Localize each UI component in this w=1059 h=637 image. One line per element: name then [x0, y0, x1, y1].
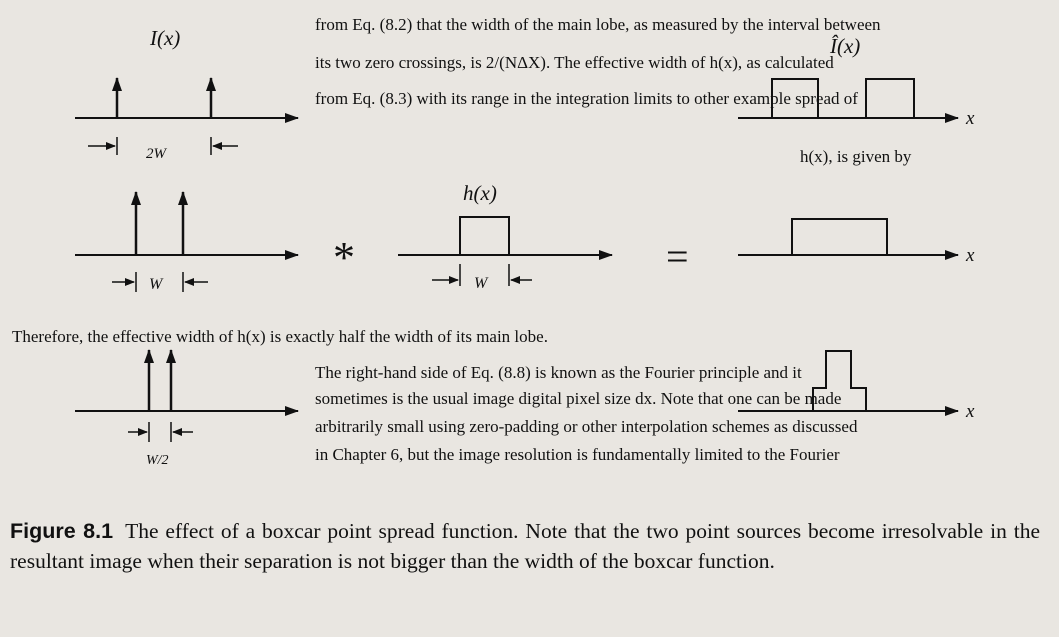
- psf-boxcar: h(x) W: [398, 181, 613, 292]
- bleed-line: arbitrarily small using zero-padding or …: [315, 417, 858, 436]
- equals-sign: =: [666, 234, 689, 279]
- bleed-line: from Eq. (8.3) with its range in the int…: [315, 89, 858, 108]
- boxcar-shape: [771, 78, 819, 118]
- result-merged-box: x: [738, 218, 975, 266]
- stepped-shape: [812, 350, 867, 411]
- label-h-x: h(x): [463, 181, 497, 205]
- bleed-line: in Chapter 6, but the image resolution i…: [315, 445, 840, 464]
- figure-8-1: from Eq. (8.2) that the width of the mai…: [12, 15, 975, 468]
- label-w-half: W/2: [146, 453, 169, 468]
- bleed-line: The right-hand side of Eq. (8.8) is know…: [315, 363, 802, 382]
- label-x: x: [965, 245, 975, 266]
- figure-label: Figure 8.1: [10, 519, 114, 543]
- label-2w: 2W: [146, 146, 168, 162]
- result-separated-boxes: Î(x) x: [738, 34, 975, 129]
- convolution-operator: *: [333, 233, 355, 282]
- boxcar-shape: [865, 78, 915, 118]
- row-impulses-w-half: W/2: [75, 349, 299, 468]
- label-w: W: [149, 276, 164, 293]
- bleed-line: its two zero crossings, is 2/(NΔX). The …: [315, 53, 834, 72]
- bleed-line: sometimes is the usual image digital pix…: [315, 389, 841, 408]
- caption-text: The effect of a boxcar point spread func…: [10, 519, 1040, 573]
- boxcar-shape: [791, 218, 888, 255]
- bleed-through-text: from Eq. (8.2) that the width of the mai…: [12, 15, 912, 464]
- bleed-line: h(x), is given by: [800, 147, 912, 166]
- label-w: W: [474, 275, 489, 292]
- label-x: x: [965, 401, 975, 422]
- boxcar-shape: [459, 216, 510, 255]
- bleed-line: from Eq. (8.2) that the width of the mai…: [315, 15, 881, 34]
- label-x: x: [965, 108, 975, 129]
- row-impulses-w: W: [75, 191, 299, 293]
- bleed-line: Therefore, the effective width of h(x) i…: [12, 327, 548, 346]
- result-stepped-box: x: [738, 350, 975, 422]
- label-I-x: I(x): [149, 26, 180, 50]
- row-impulses-2w: I(x) 2W: [75, 26, 299, 162]
- label-I-hat-x: Î(x): [829, 34, 860, 58]
